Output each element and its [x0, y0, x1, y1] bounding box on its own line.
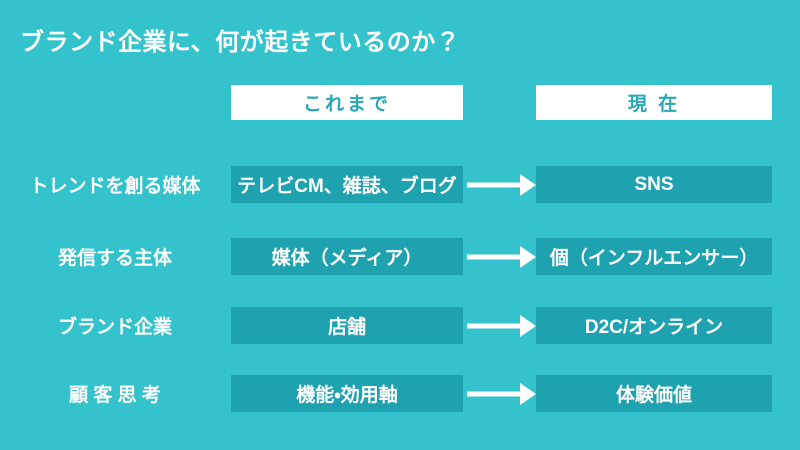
comparison-row-sender: 発信する主体 媒体（メディア） 個（インフルエンサー）	[0, 238, 800, 275]
arrow-head	[520, 245, 536, 268]
row-label: 顧 客 思 考	[69, 385, 161, 406]
arrow-shaft	[467, 254, 521, 259]
column-header-before: これまで	[231, 85, 463, 120]
right-arrow-icon	[467, 314, 536, 337]
row-label: 発信する主体	[57, 248, 172, 269]
arrow-shaft	[467, 182, 521, 187]
after-cell: D2C/オンライン	[536, 307, 772, 344]
arrow-shaft	[467, 391, 521, 396]
after-cell: SNS	[536, 166, 772, 203]
right-arrow-icon	[467, 382, 536, 405]
row-label: ブランド企業	[57, 317, 172, 338]
page-title: ブランド企業に、何が起きているのか？	[20, 29, 461, 56]
comparison-row-customer: 顧 客 思 考 機能・効用軸 体験価値	[0, 375, 800, 412]
before-cell: 店舗	[231, 307, 463, 344]
arrow-shaft	[467, 323, 521, 328]
before-cell: 媒体（メディア）	[231, 238, 463, 275]
arrow-head	[520, 382, 536, 405]
after-cell: 体験価値	[536, 375, 772, 412]
before-cell: 機能・効用軸	[231, 375, 463, 412]
before-cell: テレビCM、雑誌、ブログ	[231, 166, 463, 203]
row-label: トレンドを創る媒体	[29, 176, 201, 197]
arrow-head	[520, 173, 536, 196]
comparison-row-media: トレンドを創る媒体 テレビCM、雑誌、ブログ SNS	[0, 166, 800, 203]
arrow-head	[520, 314, 536, 337]
right-arrow-icon	[467, 173, 536, 196]
comparison-row-brand: ブランド企業 店舗 D2C/オンライン	[0, 307, 800, 344]
column-header-after: 現 在	[536, 85, 772, 120]
after-cell: 個（インフルエンサー）	[536, 238, 772, 275]
right-arrow-icon	[467, 245, 536, 268]
